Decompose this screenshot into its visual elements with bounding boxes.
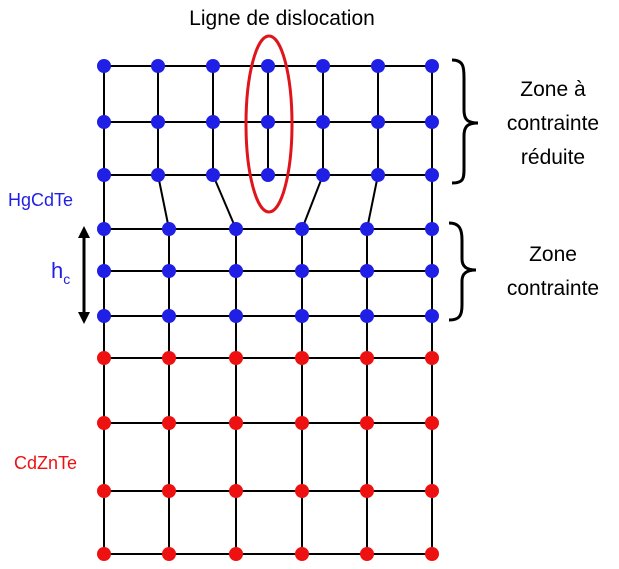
hgcdte-atom <box>97 264 111 278</box>
hgcdte-atom <box>360 264 374 278</box>
cdznte-atom <box>295 351 309 365</box>
cdznte-atom <box>360 351 374 365</box>
dislocation-title: Ligne de dislocation <box>189 7 375 30</box>
cdznte-atom <box>360 416 374 430</box>
cdznte-atom <box>162 547 176 561</box>
hgcdte-atom <box>229 264 243 278</box>
dislocation-ellipse <box>244 34 294 214</box>
cdznte-atom <box>97 484 111 498</box>
hgcdte-atom <box>151 115 165 129</box>
hgcdte-atom <box>162 309 176 323</box>
hgcdte-atom <box>295 222 309 236</box>
hgcdte-atom <box>295 309 309 323</box>
strained-zone-brace <box>448 221 477 322</box>
hgcdte-atom <box>261 59 275 73</box>
hgcdte-atom <box>295 264 309 278</box>
bond-transition <box>157 174 170 230</box>
bond-transition <box>212 174 237 230</box>
hgcdte-atom <box>425 115 439 129</box>
cdznte-atom <box>97 416 111 430</box>
reduced-zone-label-line3: réduite <box>521 146 585 169</box>
hgcdte-atom <box>425 264 439 278</box>
cdznte-atom <box>162 484 176 498</box>
cdznte-atom <box>295 547 309 561</box>
cdznte-atom <box>425 484 439 498</box>
cdznte-atom <box>360 484 374 498</box>
hgcdte-atom <box>206 168 220 182</box>
bond-transition <box>301 174 324 230</box>
hgcdte-atom <box>316 115 330 129</box>
reduced-zone-label-line2: contrainte <box>507 112 599 135</box>
cdznte-atom <box>229 547 243 561</box>
hgcdte-atom <box>261 168 275 182</box>
hgcdte-atom <box>97 309 111 323</box>
cdznte-atom <box>360 547 374 561</box>
hgcdte-atom <box>425 59 439 73</box>
cdznte-atom <box>97 547 111 561</box>
hgcdte-atom <box>206 59 220 73</box>
hgcdte-atom <box>151 59 165 73</box>
hgcdte-atom <box>371 59 385 73</box>
cdznte-label: CdZnTe <box>14 453 77 473</box>
hgcdte-atom <box>229 222 243 236</box>
cdznte-atom <box>229 416 243 430</box>
lattice-atoms <box>97 59 439 561</box>
hgcdte-atom <box>97 222 111 236</box>
hgcdte-atom <box>360 222 374 236</box>
cdznte-atom <box>229 484 243 498</box>
reduced-zone-brace <box>451 58 479 185</box>
strained-zone-label-line1: Zone <box>529 243 577 266</box>
cdznte-atom <box>425 547 439 561</box>
lattice-bonds <box>103 65 433 555</box>
cdznte-atom <box>295 416 309 430</box>
hgcdte-atom <box>316 59 330 73</box>
cdznte-atom <box>162 416 176 430</box>
thickness-arrow <box>78 226 90 324</box>
hgcdte-atom <box>425 309 439 323</box>
hgcdte-atom <box>371 168 385 182</box>
hgcdte-atom <box>97 168 111 182</box>
cdznte-atom <box>425 416 439 430</box>
hgcdte-atom <box>360 309 374 323</box>
hgcdte-atom <box>151 168 165 182</box>
hgcdte-atom <box>425 168 439 182</box>
hgcdte-atom <box>162 264 176 278</box>
hgcdte-atom <box>425 222 439 236</box>
hgcdte-label: HgCdTe <box>8 190 73 210</box>
strained-zone-label-line2: contrainte <box>507 277 599 300</box>
hgcdte-atom <box>97 115 111 129</box>
hgcdte-atom <box>261 115 275 129</box>
cdznte-atom <box>295 484 309 498</box>
cdznte-atom <box>97 351 111 365</box>
hgcdte-atom <box>316 168 330 182</box>
bond-transition <box>366 174 379 230</box>
cdznte-atom <box>425 351 439 365</box>
cdznte-atom <box>162 351 176 365</box>
reduced-zone-label-line1: Zone à <box>520 78 586 101</box>
hgcdte-atom <box>229 309 243 323</box>
hgcdte-atom <box>371 115 385 129</box>
thickness-symbol: h <box>51 258 63 283</box>
cdznte-atom <box>229 351 243 365</box>
hgcdte-atom <box>162 222 176 236</box>
thickness-subscript: c <box>63 271 70 287</box>
hgcdte-atom <box>206 115 220 129</box>
thickness-label: hc <box>51 258 70 287</box>
hgcdte-atom <box>97 59 111 73</box>
